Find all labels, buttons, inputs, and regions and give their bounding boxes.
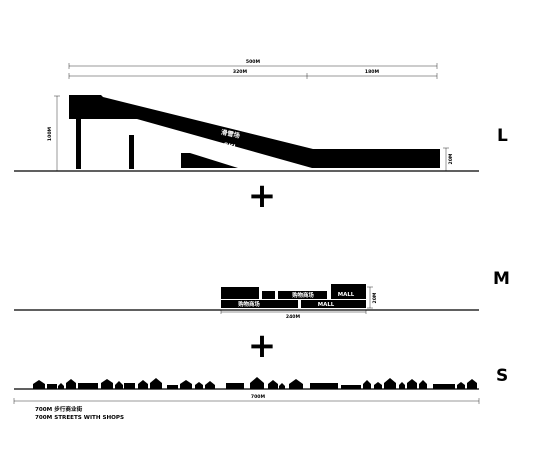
shop-house [433,384,455,389]
ski-section: 500M 320M 180M 100M 20M 滑雪场 SKI L [14,59,508,172]
shop-house [195,382,203,389]
shop-house [78,383,98,389]
street-caption-en: 700M STREETS WITH SHOPS [35,415,124,421]
mall-label-cn-1: 购物商场 [292,291,314,299]
shop-house [115,381,123,389]
peak-height-label: 100M [47,126,53,141]
ski-support-pillar [76,119,81,169]
mall-height-label: 20M [372,292,378,303]
end-height-label: 20M [448,153,454,164]
shop-house [407,379,417,389]
scale-letter-S: S [496,366,508,386]
mall-block [331,284,366,299]
shop-house [205,381,215,389]
shop-house [47,384,57,389]
shop-houses-row [33,377,477,389]
shop-house [138,380,148,389]
street-section: 700M 700M 步行商业街 700M STREETS WITH SHOPS … [13,366,508,421]
shop-house [58,383,64,389]
shop-house [268,380,278,389]
shop-house [226,383,244,389]
slope-width-label: 320M [233,69,248,75]
shop-house [419,380,427,389]
shop-house [399,382,405,389]
ski-base-block [181,153,238,168]
ski-label-en: SKI [223,141,236,151]
shop-house [250,377,264,389]
ski-label-cn: 滑雪场 [220,127,241,140]
shop-house [167,385,178,389]
shop-house [124,383,135,389]
mall-block [278,291,327,299]
mall-label-en-2: MALL [318,302,335,308]
shop-house [374,382,382,389]
mall-label-cn-2: 购物商场 [238,300,260,308]
plus-connector-1: + [248,176,277,216]
mall-width-label: 240M [286,314,301,320]
shop-house [101,379,113,389]
shop-house [457,382,465,389]
shop-house [279,383,285,389]
mall-block [262,291,275,299]
street-caption-cn: 700M 步行商业街 [35,405,83,413]
mall-block [221,287,259,299]
scale-letter-M: M [493,269,510,289]
shop-house [467,379,477,389]
shop-house [33,380,45,389]
street-width-label: 700M [251,394,266,400]
ski-support-pillar [129,135,134,169]
shop-house [363,380,371,389]
mall-label-en-1: MALL [338,292,355,298]
plus-connector-2: + [248,326,277,366]
shop-house [341,385,361,389]
mall-block [301,300,366,308]
shop-house [150,378,162,389]
shop-house [384,378,396,389]
shop-house [66,379,76,389]
shop-house [180,380,192,389]
flat-width-label: 180M [365,69,380,75]
ski-slope-building [69,95,440,168]
total-width-label: 500M [246,59,261,65]
mall-section: 购物商场 MALL 购物商场 MALL 20M 240M M [14,269,510,320]
mall-block [221,300,298,308]
shop-house [310,383,338,389]
scale-letter-L: L [497,126,508,146]
shop-house [289,379,303,389]
